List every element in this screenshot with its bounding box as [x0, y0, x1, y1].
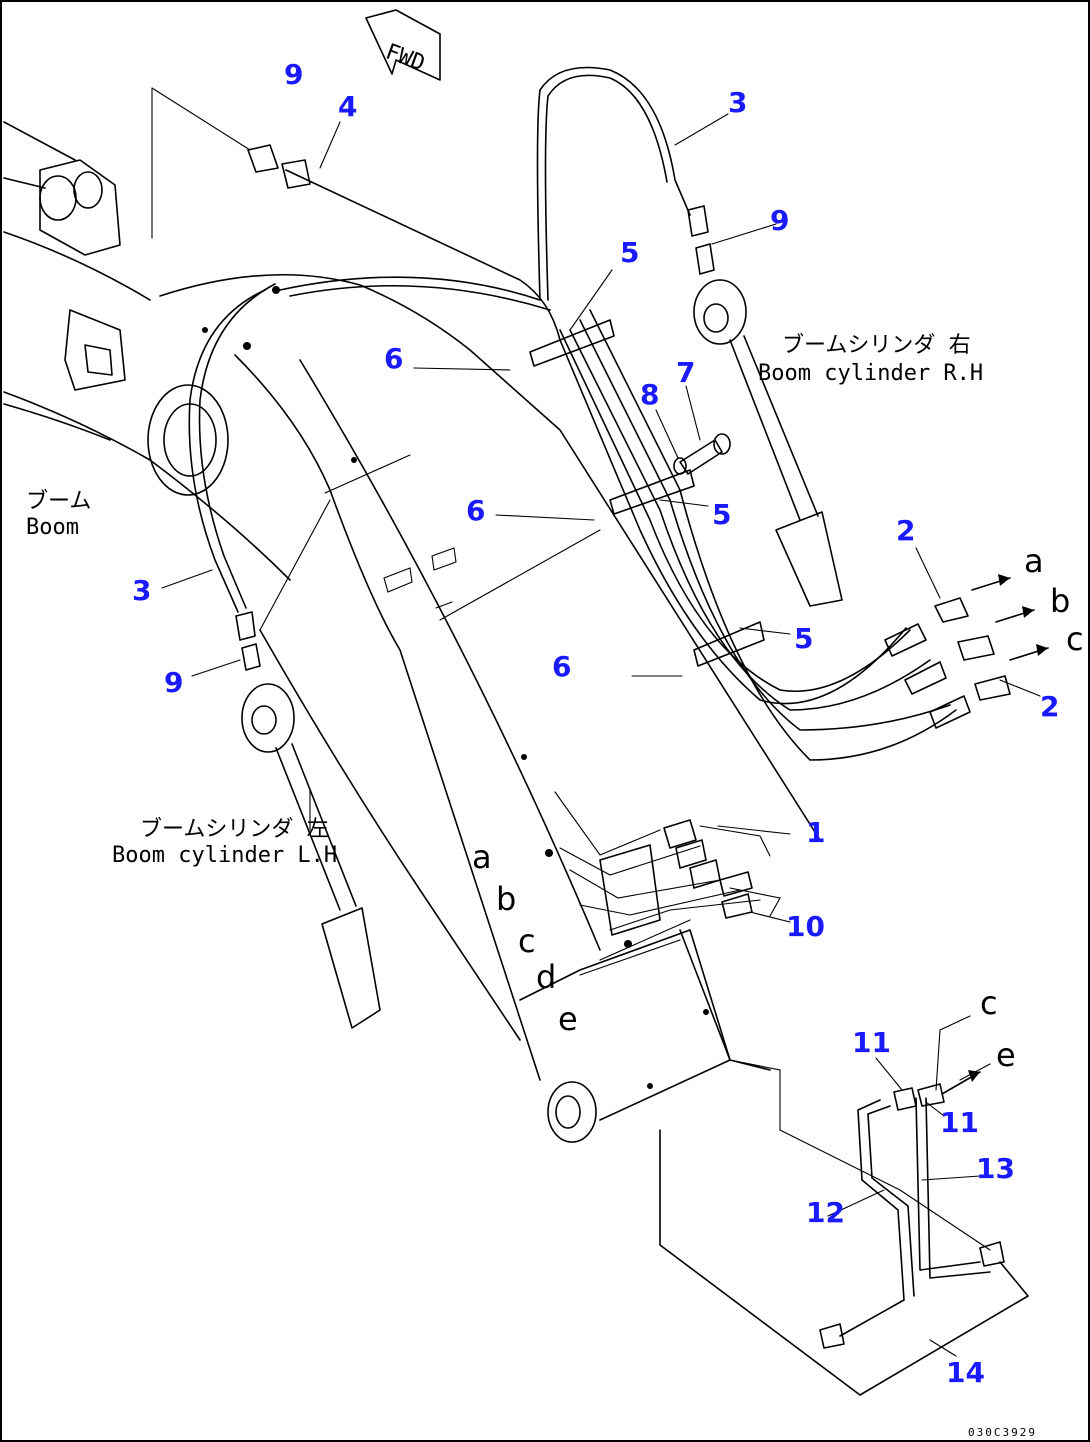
cylinder-mount-boss [147, 384, 229, 496]
conn-letter: c [980, 984, 998, 1022]
part-num: 1 [806, 816, 825, 849]
part-num: 10 [786, 910, 825, 943]
part-num: 5 [712, 498, 731, 531]
conn-letter: c [518, 922, 536, 960]
leader-lines [151, 87, 1041, 1357]
conn-letter: a [472, 838, 492, 876]
bolt-7 [673, 433, 731, 475]
part-num: 6 [466, 494, 485, 527]
part-num: 6 [552, 650, 571, 683]
washer-8 [673, 457, 687, 475]
conn-letter: c [1066, 620, 1084, 658]
fwd-mark-text: FWD [382, 39, 428, 76]
boom-cylinder-rh [693, 279, 843, 607]
boom-foot-pin [547, 1081, 597, 1143]
connection-letters: a b c d e a b c c e [472, 542, 1084, 1074]
boom-label-en: Boom [26, 515, 79, 540]
connector-block [599, 844, 661, 936]
part-num: 8 [640, 378, 659, 411]
boom-cylinder-lh [241, 683, 381, 1029]
conn-letter: b [496, 880, 516, 918]
part-num: 9 [164, 666, 183, 699]
part-number-labels: 1 2 2 3 3 4 5 5 5 6 6 6 7 8 9 9 9 10 11 … [132, 58, 1059, 1389]
part-num: 2 [896, 514, 915, 547]
part-num: 9 [770, 204, 789, 237]
conn-letter: e [558, 1000, 578, 1038]
boom-hose-bundle [188, 66, 957, 931]
bolt-heads [202, 286, 709, 1089]
drawing-code: 030C3929 [968, 1426, 1037, 1439]
part-num: 13 [976, 1152, 1015, 1185]
part-num: 3 [132, 574, 151, 607]
component-labels: ブーム Boom ブームシリンダ 右 Boom cylinder R.H ブーム… [26, 333, 983, 868]
bucket-piping [659, 1015, 1029, 1396]
conn-letter: d [536, 958, 556, 996]
connection-arrows [941, 574, 1049, 1095]
fittings-9 [235, 144, 715, 671]
boom-label-jp: ブーム [26, 489, 91, 514]
part-num: 11 [852, 1026, 891, 1059]
fwd-arrow-icon: FWD [365, 9, 441, 81]
boom-body [3, 121, 821, 1143]
part-num: 2 [1040, 690, 1059, 723]
conn-letter: a [1024, 542, 1044, 580]
part-num: 14 [946, 1356, 985, 1389]
part-num: 5 [620, 236, 639, 269]
part-num: 3 [728, 86, 747, 119]
cyl-rh-label-en: Boom cylinder R.H [758, 361, 983, 386]
fittings-1-10 [599, 819, 753, 936]
cyl-lh-label-jp: ブームシリンダ 左 [140, 817, 329, 842]
cyl-rh-label-jp: ブームシリンダ 右 [782, 333, 971, 358]
part-num: 4 [338, 90, 357, 123]
part-num: 11 [940, 1106, 979, 1139]
part-num: 12 [806, 1196, 845, 1229]
conn-letter: b [1050, 582, 1070, 620]
part-num: 7 [676, 356, 695, 389]
cyl-lh-label-en: Boom cylinder L.H [112, 843, 337, 868]
part-num: 9 [284, 58, 303, 91]
part-num: 5 [794, 622, 813, 655]
hose-clamps [529, 319, 765, 667]
conn-letter: e [996, 1036, 1016, 1074]
part-num: 6 [384, 342, 403, 375]
fittings-2 [884, 597, 1011, 729]
